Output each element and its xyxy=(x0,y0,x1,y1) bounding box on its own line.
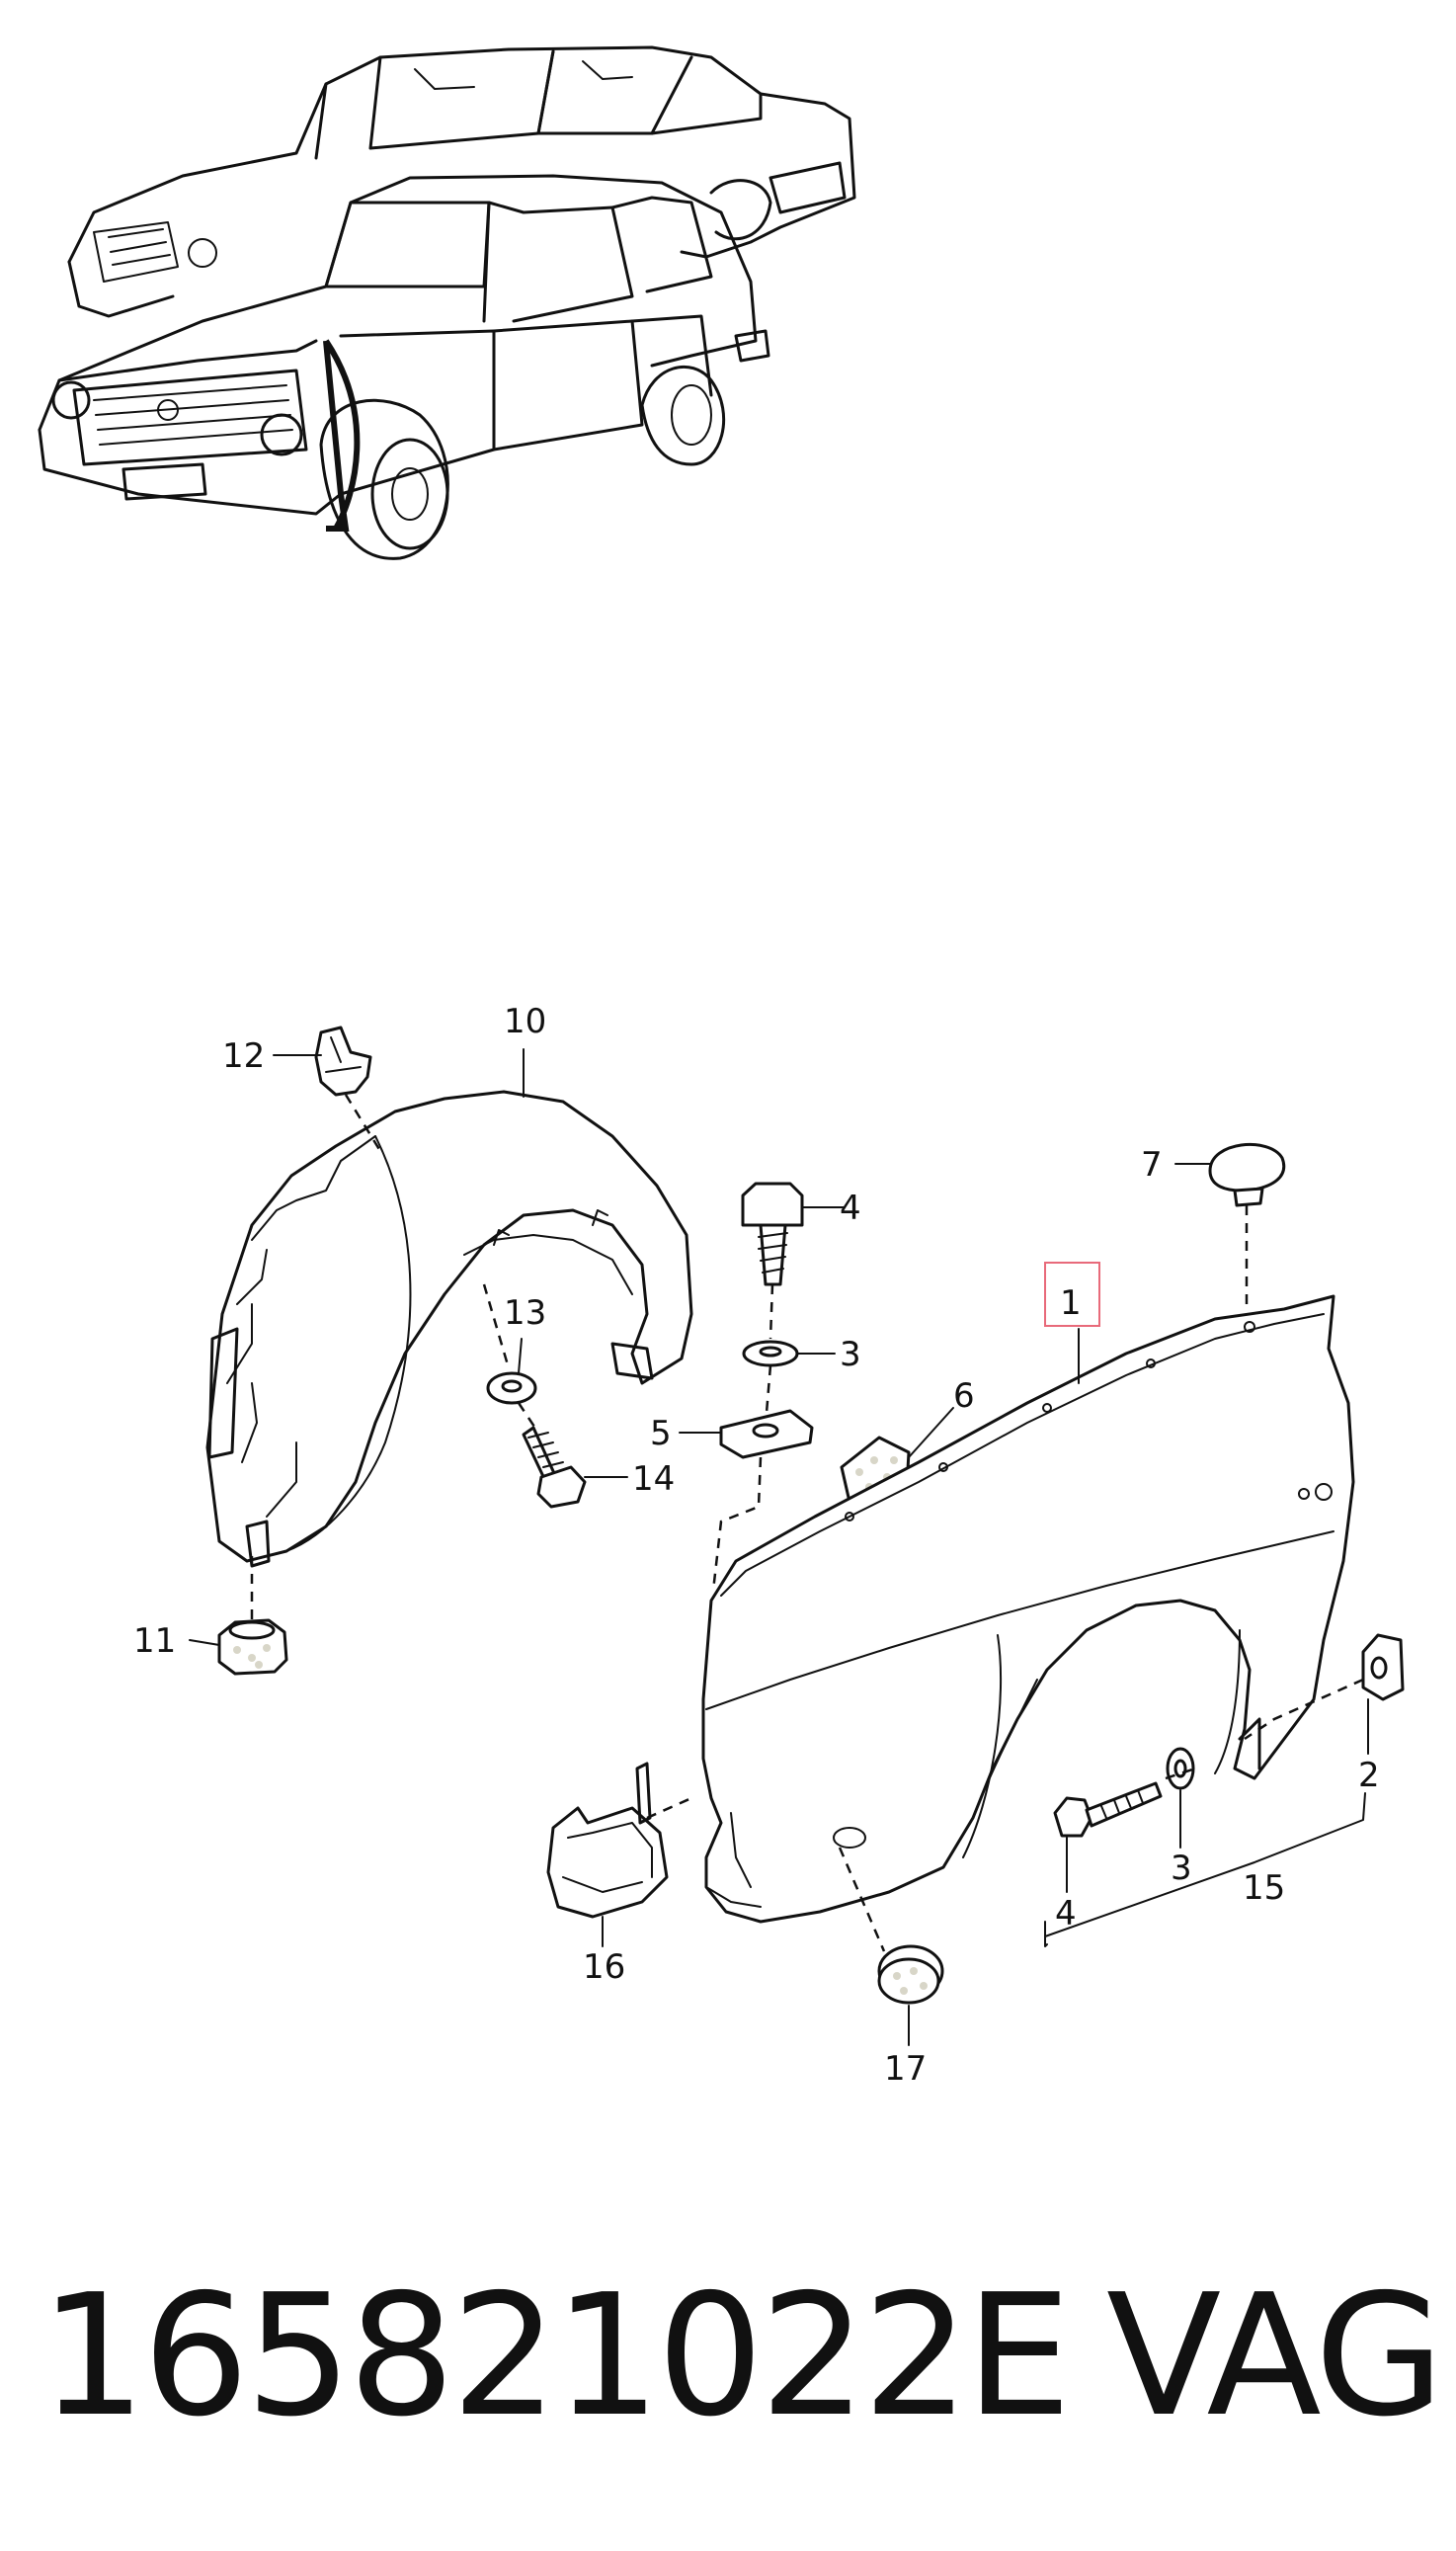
callout-labels: 1 2 3 3 4 4 5 6 7 10 11 12 13 14 15 16 1… xyxy=(133,1002,1380,2089)
callout-15: 15 xyxy=(1243,1868,1285,1908)
callout-13: 13 xyxy=(504,1293,546,1333)
callout-2: 2 xyxy=(1358,1756,1380,1795)
callout-4-top: 4 xyxy=(840,1189,861,1228)
part-5-plate xyxy=(719,1409,814,1459)
hatchback-car xyxy=(38,174,770,560)
callout-1: 1 xyxy=(1060,1283,1082,1323)
callout-14: 14 xyxy=(632,1459,675,1499)
callout-7: 7 xyxy=(1141,1145,1163,1185)
callout-5: 5 xyxy=(650,1414,672,1453)
part-number: 165821022E xyxy=(40,2259,1072,2454)
callout-11: 11 xyxy=(133,1621,176,1661)
part-4-screw-top xyxy=(741,1182,804,1286)
part-7-cap xyxy=(1208,1143,1286,1207)
wheelhouse-liner xyxy=(205,1090,693,1568)
part-14-screw xyxy=(522,1426,587,1509)
callout-6: 6 xyxy=(953,1376,975,1416)
car-illustration xyxy=(38,45,856,560)
part-17-plug xyxy=(877,1944,944,2005)
part-13-washer xyxy=(486,1371,537,1405)
part-number-footer: 165821022E VAG xyxy=(40,2263,1444,2450)
part-4-screw-lower xyxy=(1053,1781,1163,1838)
callout-4-lower: 4 xyxy=(1055,1894,1077,1934)
leader-lines xyxy=(189,1048,1369,2046)
assembly-dashes xyxy=(250,1094,1364,1952)
part-11-grommet xyxy=(217,1618,288,1676)
highlight-box xyxy=(1044,1262,1100,1327)
part-2-clip xyxy=(1361,1633,1405,1701)
brand-name: VAG xyxy=(1106,2259,1444,2454)
callout-17: 17 xyxy=(884,2049,927,2089)
part-3-washer-lower xyxy=(1166,1747,1195,1790)
part-3-washer-top xyxy=(742,1340,799,1367)
callout-16: 16 xyxy=(583,1947,625,1987)
callout-12: 12 xyxy=(222,1036,265,1076)
callout-3-top: 3 xyxy=(840,1335,861,1374)
part-1-fender xyxy=(701,1294,1355,1924)
callout-10: 10 xyxy=(504,1002,546,1041)
callout-3-lower: 3 xyxy=(1171,1849,1192,1888)
part-16-bracket xyxy=(546,1762,669,1919)
part-12-clip xyxy=(314,1026,372,1097)
sedan-car xyxy=(67,45,856,318)
